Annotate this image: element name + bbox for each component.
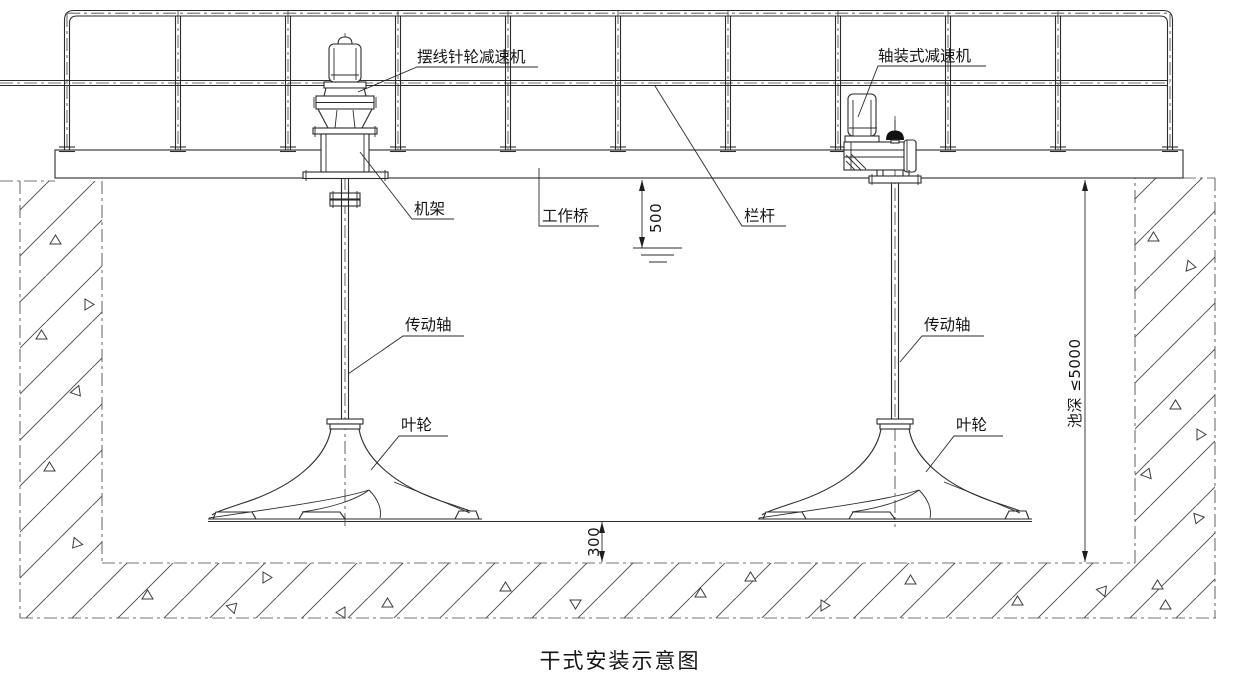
railing	[0, 9, 1179, 153]
callout-bridge: 工作桥	[538, 168, 599, 227]
label-impeller-right: 叶轮	[956, 416, 987, 434]
frame-stand-left	[320, 133, 370, 173]
label-frame: 机架	[414, 200, 445, 218]
callout-reducer-right: 轴装式减速机	[857, 47, 986, 118]
label-impeller-left: 叶轮	[401, 416, 432, 434]
shaft-flange-right	[868, 175, 922, 184]
breather-cap	[886, 130, 904, 140]
dimension-impeller-to-floor: 300	[585, 522, 605, 562]
label-shaft-left: 传动轴	[405, 316, 452, 334]
drawing-title: 干式安装示意图	[540, 649, 701, 673]
label-shaft-right: 传动轴	[924, 316, 971, 334]
work-bridge-deck	[54, 149, 1184, 179]
dim-500-text: 500	[647, 203, 665, 233]
label-railing: 栏杆	[744, 207, 775, 225]
concrete-hatch-region	[20, 178, 1215, 618]
frame-base-flange-left	[302, 171, 389, 180]
callout-shaft-left: 传动轴	[347, 316, 464, 375]
dim-300-text: 300	[585, 527, 603, 557]
reducer-body-left	[317, 108, 373, 129]
tank-structure	[0, 177, 1218, 619]
dimension-pool-depth: 池深 ≤5000	[1066, 180, 1088, 562]
dim-pool-depth-text: 池深 ≤5000	[1066, 338, 1084, 428]
motor-right	[847, 93, 877, 137]
callout-impeller-left: 叶轮	[370, 416, 448, 471]
label-bridge: 工作桥	[542, 207, 589, 225]
motor-cap-left	[337, 36, 353, 45]
shaft-coupling-left	[329, 192, 361, 200]
callout-impeller-right: 叶轮	[925, 416, 1003, 473]
mixer-left	[207, 33, 483, 527]
callout-shaft-right: 传动轴	[899, 316, 984, 363]
mixer-right	[757, 93, 1033, 527]
callout-frame: 机架	[359, 151, 454, 220]
gearbox-bracket-hatch	[845, 153, 867, 171]
label-reducer-left: 摆线针轮减速机	[417, 48, 526, 66]
callout-reducer-left: 摆线针轮减速机	[357, 48, 538, 93]
callout-railing: 栏杆	[654, 85, 786, 227]
concrete-aggregate-marks	[35, 231, 1207, 619]
label-reducer-right: 轴装式减速机	[878, 47, 972, 65]
tank-boundary-lines	[0, 177, 1218, 619]
water-level-symbol	[633, 247, 682, 263]
dimension-bridge-to-water: 500	[639, 180, 665, 248]
